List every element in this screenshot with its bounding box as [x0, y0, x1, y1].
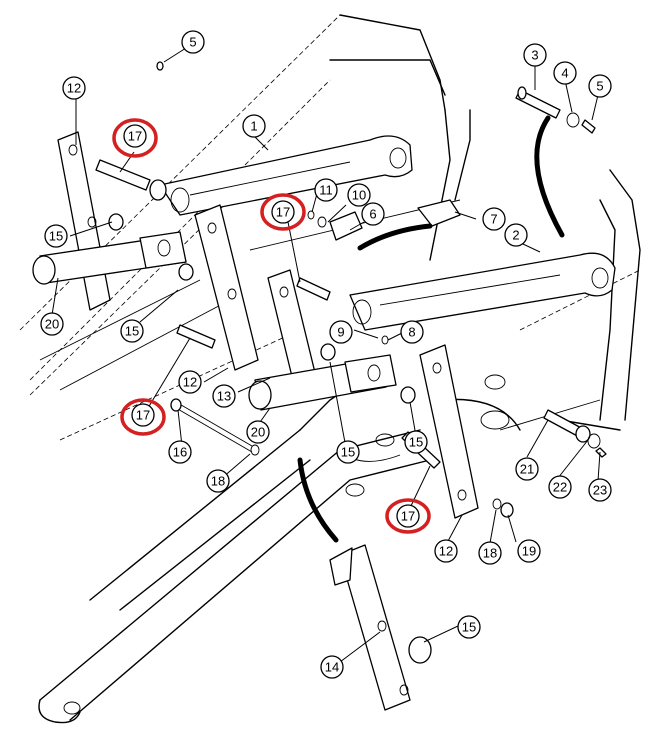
callout-18-right: 18	[478, 541, 502, 565]
callout-23: 23	[588, 478, 612, 502]
callout-3: 3	[523, 43, 547, 67]
svg-text:20: 20	[45, 317, 59, 332]
cylinder-right	[248, 354, 397, 411]
callout-15-mid: 15	[336, 440, 360, 464]
svg-text:23: 23	[593, 483, 607, 498]
callout-11: 11	[314, 178, 338, 202]
callout-5-right: 5	[588, 74, 612, 98]
callout-15-right: 15	[404, 430, 428, 454]
side-plate-14	[329, 544, 411, 711]
svg-text:5: 5	[596, 79, 603, 94]
side-plate-right	[419, 344, 479, 519]
callout-1: 1	[242, 114, 266, 138]
svg-text:19: 19	[522, 544, 536, 559]
svg-text:15: 15	[125, 324, 139, 339]
callout-18-left: 18	[206, 469, 230, 493]
callout-12-left: 12	[62, 76, 86, 100]
assembly-arrows	[297, 115, 565, 543]
callout-4: 4	[553, 61, 577, 85]
svg-text:22: 22	[553, 480, 567, 495]
svg-text:15: 15	[462, 620, 476, 635]
callout-7: 7	[482, 207, 506, 231]
svg-text:18: 18	[211, 474, 225, 489]
callout-21: 21	[515, 457, 539, 481]
svg-text:21: 21	[520, 462, 534, 477]
callout-6: 6	[361, 202, 385, 226]
svg-text:15: 15	[49, 229, 63, 244]
callout-5-top: 5	[181, 30, 205, 54]
callout-19: 19	[517, 539, 541, 563]
callout-12-right: 12	[434, 539, 458, 563]
svg-text:1: 1	[250, 119, 257, 134]
side-plate-center	[194, 204, 259, 371]
svg-text:14: 14	[325, 660, 339, 675]
pins-and-hardware	[95, 61, 607, 664]
svg-text:15: 15	[409, 435, 423, 450]
svg-text:16: 16	[173, 445, 187, 460]
svg-text:17: 17	[401, 509, 415, 524]
svg-text:18: 18	[483, 546, 497, 561]
callouts: 5 12 17 1 3 4 5 11 10 17 6 7 15 2 20 15 …	[40, 30, 612, 679]
callout-8: 8	[400, 320, 424, 344]
callout-22: 22	[548, 475, 572, 499]
upper-link-2	[349, 252, 616, 331]
svg-text:17: 17	[128, 129, 142, 144]
svg-text:10: 10	[352, 188, 366, 203]
svg-text:2: 2	[512, 228, 519, 243]
svg-text:8: 8	[408, 325, 415, 340]
svg-text:12: 12	[67, 81, 81, 96]
svg-text:12: 12	[183, 375, 197, 390]
svg-text:11: 11	[319, 183, 333, 198]
svg-text:9: 9	[337, 325, 344, 340]
callout-17-highlighted: 17	[120, 398, 166, 436]
callout-20-left: 20	[40, 312, 64, 336]
upper-link-1	[159, 135, 413, 216]
svg-text:15: 15	[341, 445, 355, 460]
callout-17-highlighted: 17	[260, 193, 306, 231]
callout-17-highlighted: 17	[112, 118, 158, 158]
callout-12-center: 12	[178, 370, 202, 394]
callout-15-bottom: 15	[457, 615, 481, 639]
svg-text:4: 4	[561, 66, 568, 81]
cylinder-left	[32, 231, 187, 285]
svg-text:20: 20	[251, 425, 265, 440]
callout-14: 14	[320, 655, 344, 679]
svg-text:17: 17	[276, 205, 290, 220]
svg-text:12: 12	[439, 544, 453, 559]
svg-text:7: 7	[490, 212, 497, 227]
svg-text:6: 6	[369, 207, 376, 222]
callout-20-right: 20	[246, 420, 270, 444]
callout-13: 13	[212, 384, 236, 408]
svg-text:17: 17	[136, 408, 150, 423]
callout-15-center: 15	[120, 319, 144, 343]
svg-text:3: 3	[531, 48, 538, 63]
side-plate-left	[57, 131, 111, 311]
callout-16: 16	[168, 440, 192, 464]
callout-15-left: 15	[44, 224, 68, 248]
svg-text:13: 13	[217, 389, 231, 404]
svg-text:5: 5	[189, 35, 196, 50]
callout-17-highlighted: 17	[385, 498, 431, 534]
callout-9: 9	[329, 320, 353, 344]
callout-10: 10	[347, 183, 371, 207]
callout-2: 2	[504, 223, 528, 247]
